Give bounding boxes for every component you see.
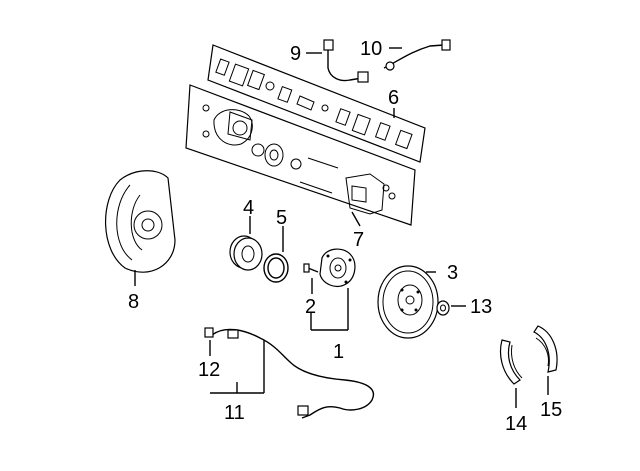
brake-rotor [377,265,439,339]
callout-15: 15 [540,399,562,421]
callout-11: 11 [224,402,245,424]
callout-3: 3 [447,262,458,284]
callout-4: 4 [243,197,254,219]
parking-brake-shoe-left [499,339,523,385]
backing-plate [104,170,176,273]
harness-clip [204,327,214,338]
caliper-kit-panel-lower [185,84,416,226]
callout-5: 5 [276,207,287,229]
abs-sensor-harness [211,328,375,419]
callout-12: 12 [198,359,220,381]
hub-nut [436,300,450,316]
callout-2: 2 [305,296,316,318]
callout-1: 1 [333,341,344,363]
speed-sensor [383,39,451,71]
callout-14: 14 [505,413,527,435]
callout-9: 9 [290,43,301,65]
brake-hose [323,39,369,83]
parking-brake-shoe-right [533,325,558,373]
callout-labels: 9 10 6 4 5 7 3 13 8 2 1 12 11 14 15 [128,38,562,435]
wheel-bearing [229,235,263,271]
hub-bolt [303,263,319,273]
snap-ring [263,253,289,283]
callout-7: 7 [353,229,364,251]
brake-kit-panel-upper [207,44,426,163]
callout-8: 8 [128,291,139,313]
callout-13: 13 [470,296,492,318]
wheel-hub [319,248,356,287]
leader-lines [134,47,549,408]
callout-6: 6 [388,87,399,109]
callout-10: 10 [360,38,382,60]
